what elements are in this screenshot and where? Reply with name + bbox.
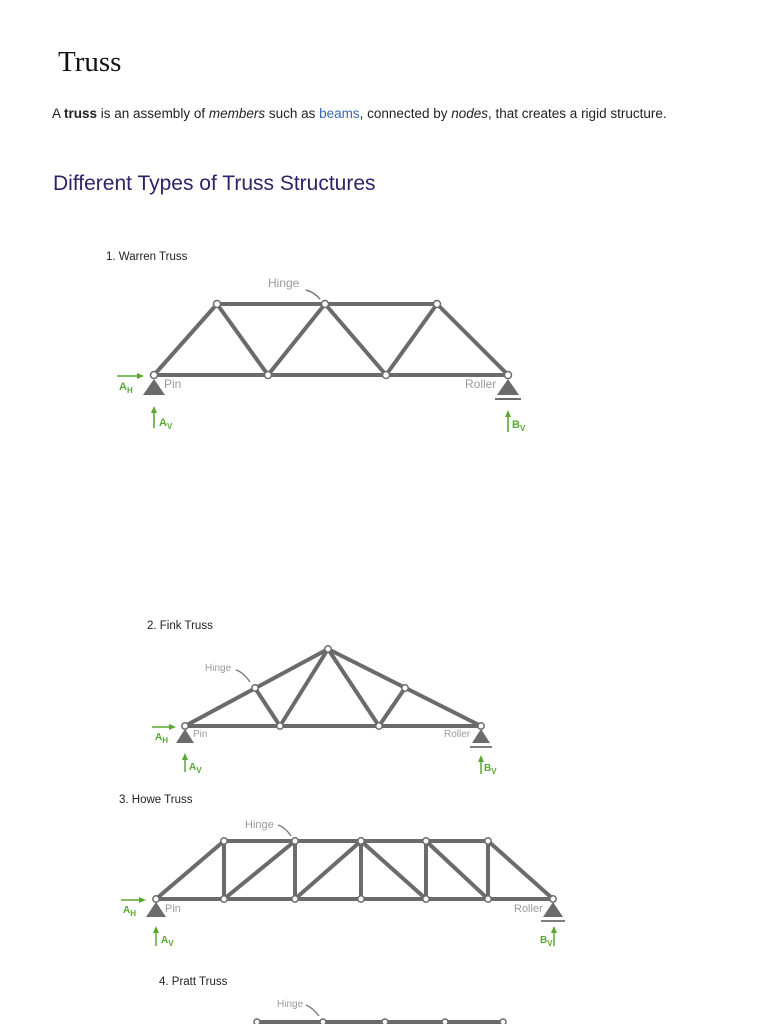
- warren-ah-label: AH: [119, 381, 133, 395]
- intro-members-term: members: [208, 106, 266, 121]
- howe-hinge-label: Hinge: [245, 819, 274, 831]
- page-title: Truss: [58, 46, 122, 78]
- warren-roller-support: [497, 379, 519, 395]
- howe-pin-support: [146, 902, 166, 917]
- intro-paragraph: A truss is an assembly of members such a…: [52, 106, 667, 121]
- fink-truss-title: 2. Fink Truss: [147, 620, 213, 632]
- warren-bv-label: BV: [512, 419, 526, 433]
- intro-text-4: , connected by: [359, 106, 452, 121]
- howe-av-label: AV: [161, 935, 174, 948]
- howe-pin-label: Pin: [165, 903, 181, 915]
- pratt-truss-title: 4. Pratt Truss: [159, 976, 228, 988]
- howe-ah-label: AH: [123, 905, 136, 918]
- howe-hinge-pointer: [277, 824, 292, 837]
- intro-truss-term: truss: [64, 106, 98, 121]
- fink-bv-label: BV: [484, 763, 497, 776]
- pratt-truss-nodes: [253, 1018, 507, 1024]
- pratt-hinge-pointer: [305, 1004, 320, 1017]
- intro-text-5: , that creates a rigid structure.: [488, 106, 667, 121]
- warren-truss-nodes: [149, 299, 513, 380]
- howe-roller-support: [543, 902, 563, 917]
- howe-roller-label: Roller: [514, 903, 543, 915]
- warren-truss-title: 1. Warren Truss: [106, 251, 188, 263]
- beams-link[interactable]: beams: [319, 106, 360, 121]
- warren-truss-members: [152, 302, 510, 377]
- fink-ah-label: AH: [155, 732, 168, 745]
- howe-truss-nodes: [152, 837, 557, 903]
- howe-bv-label: BV: [540, 935, 553, 948]
- fink-hinge-pointer: [235, 669, 251, 683]
- fink-av-label: AV: [189, 762, 202, 775]
- intro-text-1: A: [52, 106, 65, 121]
- warren-pin-support: [143, 379, 165, 395]
- fink-pin-support: [176, 729, 194, 743]
- warren-roller-label: Roller: [465, 377, 496, 391]
- warren-hinge-pointer: [305, 289, 321, 300]
- fink-truss-members: [183, 647, 483, 728]
- intro-nodes-term: nodes: [451, 106, 489, 121]
- fink-pin-label: Pin: [193, 729, 207, 740]
- intro-text-3: such as: [265, 106, 320, 121]
- fink-truss-nodes: [181, 645, 485, 730]
- fink-hinge-label: Hinge: [205, 663, 232, 674]
- section-heading: Different Types of Truss Structures: [53, 172, 376, 195]
- howe-truss-members: [154, 839, 555, 901]
- warren-hinge-label: Hinge: [268, 276, 300, 290]
- intro-text-2: is an assembly of: [97, 106, 209, 121]
- warren-av-label: AV: [159, 417, 173, 431]
- warren-pin-label: Pin: [164, 377, 181, 391]
- fink-roller-support: [472, 729, 490, 743]
- pratt-hinge-label: Hinge: [277, 999, 304, 1010]
- howe-truss-title: 3. Howe Truss: [119, 794, 193, 806]
- fink-roller-label: Roller: [444, 729, 471, 740]
